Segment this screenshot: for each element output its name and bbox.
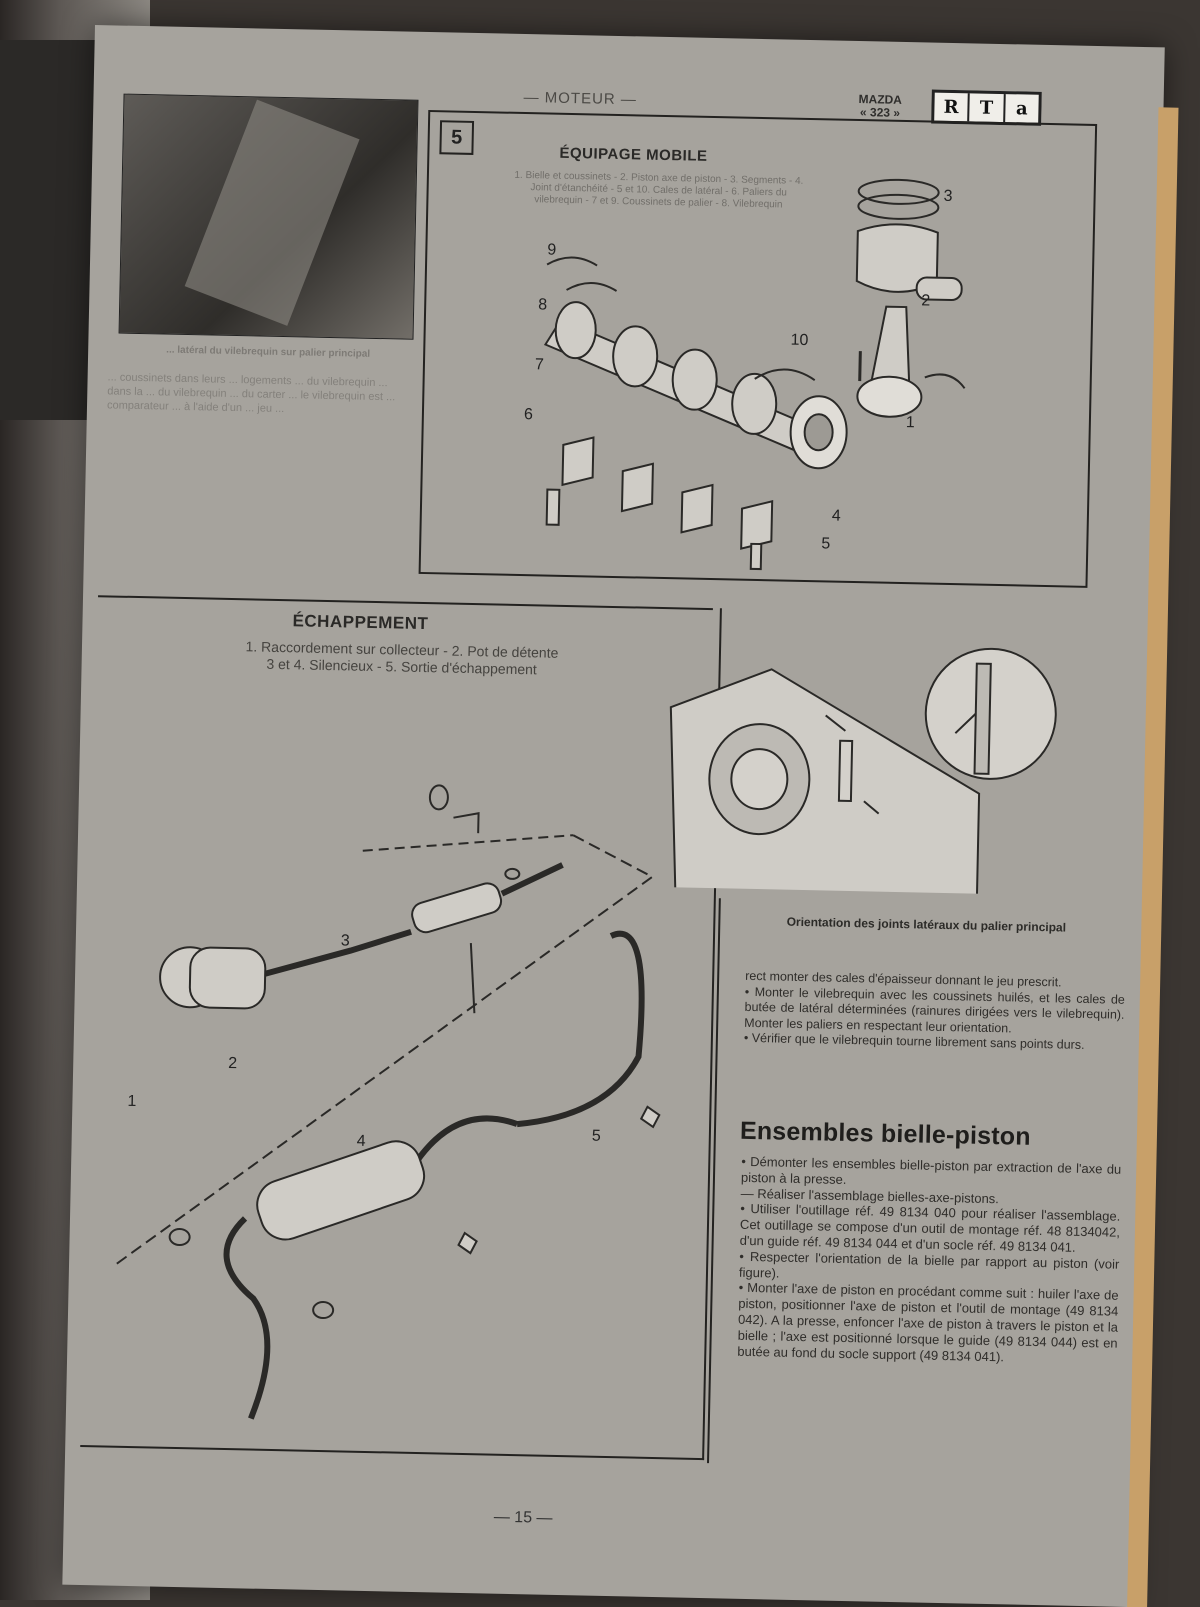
section-header: — MOTEUR — <box>523 88 638 109</box>
rta-logo-letter: T <box>969 93 1006 123</box>
part-label: 4 <box>832 508 841 525</box>
part-label: 5 <box>821 535 830 552</box>
left-column-text: ... coussinets dans leurs ... logements … <box>106 371 396 416</box>
section-paragraph: • Monter l'axe de piston en procédant co… <box>737 1280 1119 1364</box>
body-text: rect monter des cales d'épaisseur donnan… <box>744 969 1126 1054</box>
part-label: 8 <box>538 296 547 313</box>
equipage-mobile-figure: 5 ÉQUIPAGE MOBILE 1. Bielle et coussinet… <box>418 109 1098 588</box>
part-label: 6 <box>524 406 533 423</box>
part-label: 4 <box>357 1133 366 1150</box>
brand-label: MAZDA « 323 » <box>858 92 902 120</box>
part-label: 2 <box>228 1055 237 1072</box>
page-edge <box>1127 107 1179 1607</box>
bearing-orientation-figure <box>669 647 1057 896</box>
part-label: 9 <box>547 242 556 259</box>
part-label: 1 <box>906 414 915 431</box>
part-label: 7 <box>535 356 544 373</box>
section-body: • Démonter les ensembles bielle-piston p… <box>737 1154 1121 1367</box>
exhaust-diagram: 1 2 3 4 5 <box>113 784 661 1420</box>
part-label: 1 <box>127 1093 136 1110</box>
part-label: 3 <box>943 188 952 205</box>
crankshaft-diagram: 9 8 7 6 10 4 5 3 2 1 <box>524 178 966 571</box>
manual-page: — MOTEUR — MAZDA « 323 » R T a ... latér… <box>62 25 1179 1607</box>
figure-caption: Orientation des joints latéraux du palie… <box>786 914 1067 935</box>
page-number: — 15 — <box>493 1508 553 1527</box>
rta-logo-letter: a <box>1015 97 1028 120</box>
part-label: 3 <box>341 932 350 949</box>
body-paragraph: • Monter le vilebrequin avec les coussin… <box>744 984 1125 1035</box>
engine-photo <box>118 93 419 340</box>
part-label: 5 <box>592 1128 601 1145</box>
rta-logo-letter: R <box>934 92 971 122</box>
part-label: 2 <box>921 292 930 309</box>
model-name: « 323 » <box>859 105 901 120</box>
part-label: 10 <box>790 332 808 349</box>
photo-caption: ... latéral du vilebrequin sur palier pr… <box>166 344 371 360</box>
section-heading: Ensembles bielle-piston <box>739 1116 1032 1151</box>
section-paragraph: • Utiliser l'outillage réf. 49 8134 040 … <box>739 1201 1121 1255</box>
